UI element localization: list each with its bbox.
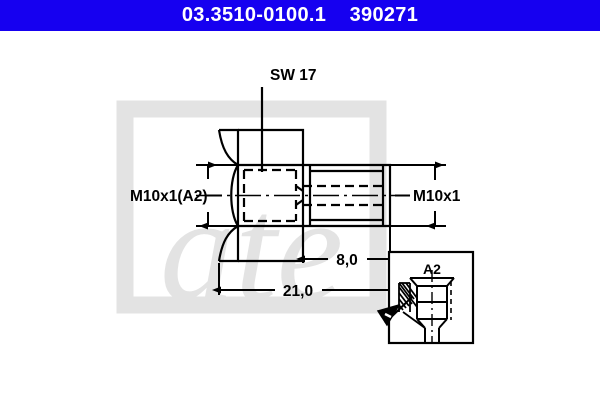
- hatch-edge: [398, 282, 418, 308]
- hatch-2: [401, 282, 415, 300]
- cone-edge-upper: [295, 185, 304, 192]
- bolt-drawing-svg: ate: [116, 67, 475, 345]
- technical-drawing-canvas: ate: [0, 31, 600, 400]
- cone-edge-lower: [295, 199, 304, 206]
- internal-cone-detail: [295, 185, 304, 206]
- hidden-bore-lines: [242, 168, 383, 223]
- brand-watermark: ate: [116, 100, 387, 332]
- view-arrow-notch: [384, 312, 392, 319]
- seat-chamfer-left: [409, 277, 418, 287]
- hex-head-body: [238, 128, 305, 263]
- dimension-thread-left: M10x1(A2): [130, 161, 243, 230]
- hatch-lower-edge: [402, 311, 426, 329]
- bolt-main-view: [217, 128, 392, 263]
- watermark-frame: [116, 100, 387, 314]
- page-title: 03.3510-0100.1 390271: [181, 4, 419, 26]
- hatch-5: [398, 292, 410, 307]
- dimension-thread-right: M10x1: [386, 161, 461, 230]
- hatch-3: [405, 282, 418, 299]
- dimension-overall-length: 21,0: [212, 263, 397, 300]
- overall-length-label: 21,0: [283, 283, 313, 300]
- detail-section-hatching: [398, 282, 426, 329]
- hatch-6: [398, 298, 407, 309]
- thread-left-label: M10x1(A2): [130, 188, 208, 205]
- hex-chamfer-arc-top-left: [217, 129, 239, 166]
- sw17-label: SW 17: [270, 67, 317, 84]
- hex-chamfer-arc-bottom-left: [217, 225, 239, 262]
- header-bar: 03.3510-0100.1 390271: [0, 0, 600, 31]
- detail-view-a2: A2: [376, 250, 475, 345]
- dimension-wrench-size: SW 17: [260, 67, 317, 172]
- detail-tag-label: A2: [423, 261, 441, 277]
- watermark-text: ate: [160, 166, 343, 332]
- thread-shank-outline: [303, 163, 392, 228]
- detail-view-arrow: [376, 296, 413, 327]
- hex-chamfer-arc-middle: [230, 164, 239, 227]
- thread-right-label: M10x1: [413, 188, 461, 205]
- seat-lower-chamfer-right: [438, 318, 448, 329]
- thread-length-label: 8,0: [336, 252, 358, 269]
